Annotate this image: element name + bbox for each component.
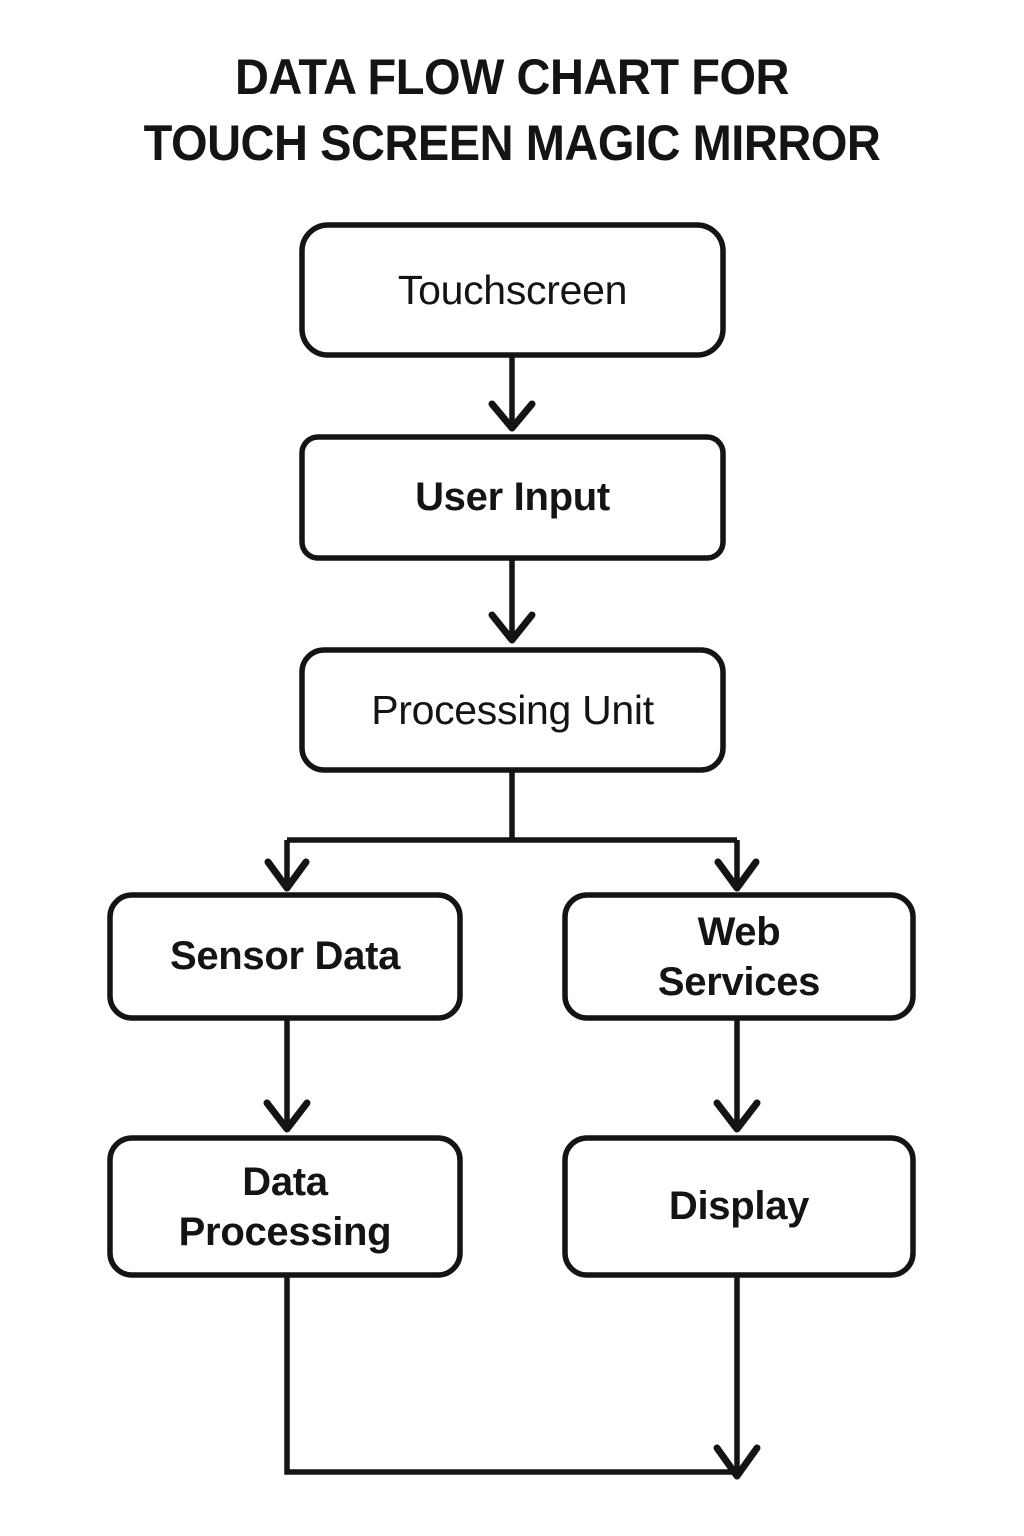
edge-display-to-return-bus — [713, 1275, 761, 1480]
node-label-display: Display — [668, 1184, 810, 1228]
edge-web-services-to-display — [713, 1018, 761, 1133]
edge-touchscreen-to-user-input — [488, 355, 536, 432]
page-title: DATA FLOW CHART FOR TOUCH SCREEN MAGIC M… — [0, 44, 1024, 176]
node-user-input[interactable]: User Input — [302, 437, 723, 558]
edge-data-processing-return-bus — [284, 1275, 737, 1475]
node-web-services[interactable]: Web Services — [565, 895, 913, 1018]
page-title-line-2: TOUCH SCREEN MAGIC MIRROR — [143, 115, 881, 171]
node-label-processing-unit: Processing Unit — [371, 687, 654, 733]
node-data-processing[interactable]: Data Processing — [110, 1138, 460, 1275]
node-display[interactable]: Display — [565, 1138, 913, 1275]
edge-user-input-to-processing-unit — [488, 558, 536, 644]
node-label-data-processing: Data Processing — [178, 1159, 392, 1254]
page-title-line-1: DATA FLOW CHART FOR — [234, 49, 790, 105]
edge-sensor-data-to-data-processing — [263, 1018, 311, 1133]
node-touchscreen[interactable]: Touchscreen — [302, 225, 723, 355]
node-sensor-data[interactable]: Sensor Data — [110, 895, 460, 1018]
node-processing-unit[interactable]: Processing Unit — [302, 650, 723, 770]
node-label-touchscreen: Touchscreen — [397, 267, 628, 313]
node-label-user-input: User Input — [415, 475, 610, 519]
edge-processing-unit-split-bus — [287, 770, 737, 843]
node-label-sensor-data: Sensor Data — [169, 934, 401, 978]
edge-bus-to-sensor-data — [264, 840, 310, 892]
node-label-web-services: Web Services — [657, 909, 821, 1004]
edge-bus-to-web-services — [714, 840, 760, 892]
